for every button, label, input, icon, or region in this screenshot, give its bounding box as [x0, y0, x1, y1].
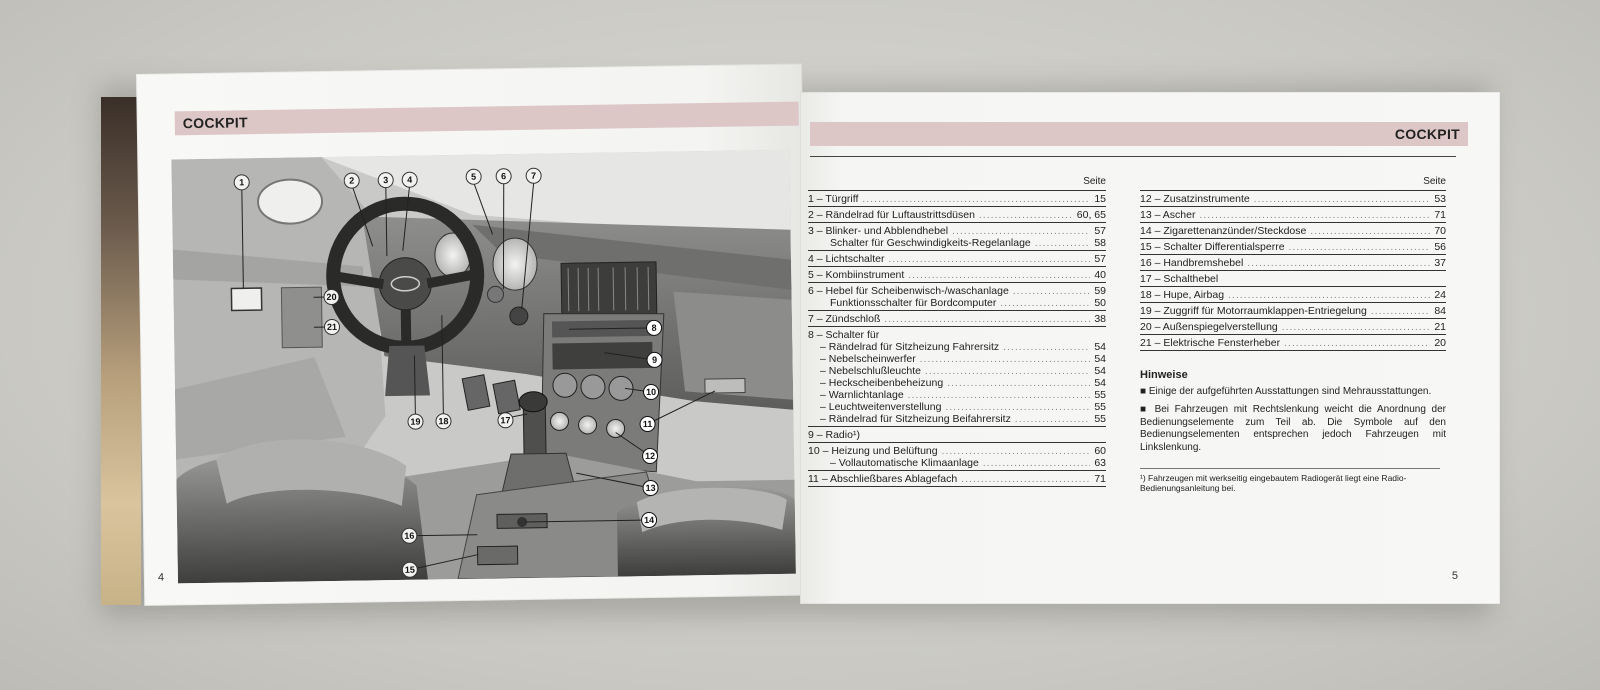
seite-label-left: Seite — [808, 176, 1106, 191]
cockpit-illustration: 1 2 3 4 5 6 7 8 9 10 11 12 13 14 15 16 1… — [171, 149, 796, 584]
legend-entry-19: 19 – Zuggriff für Motorraumklappen-Entri… — [1140, 303, 1446, 319]
legend-entry-5: 5 – Kombiinstrument 40 — [808, 267, 1106, 283]
legend-entry-2: 2 – Rändelrad für Luftaustrittsdüsen 60,… — [808, 207, 1106, 223]
legend-entry-11: 11 – Abschließbares Ablagefach 71 — [808, 471, 1106, 487]
legend-entry-13: 13 – Ascher71 — [1140, 207, 1446, 223]
left-page-number: 4 — [157, 571, 165, 584]
right-page-number: 5 — [1451, 570, 1458, 582]
legend-entry-7: 7 – Zündschloß 38 — [808, 311, 1106, 327]
legend-entry-18: 18 – Hupe, Airbag24 — [1140, 287, 1446, 303]
legend-entry-17: 17 – Schalthebel — [1140, 271, 1446, 287]
booklet-cover-edge — [101, 97, 141, 605]
note-2: ■ Bei Fahrzeugen mit Rechtslenkung weich… — [1140, 404, 1446, 453]
legend-entry-9: 9 – Radio¹) — [808, 427, 1106, 443]
legend-column-left: Seite 1 – Türgriff 15 2 – Rändelrad für … — [808, 176, 1106, 487]
legend-entry-3: 3 – Blinker- und Abblendhebel57 Schalter… — [808, 223, 1106, 251]
legend-entry-6: 6 – Hebel für Scheibenwisch-/waschanlage… — [808, 283, 1106, 311]
right-page-header: COCKPIT — [810, 122, 1468, 146]
legend-entry-15: 15 – Schalter Differentialsperre56 — [1140, 239, 1446, 255]
legend-entry-20: 20 – Außenspiegelverstellung21 — [1140, 319, 1446, 335]
left-page: COCKPIT — [136, 63, 811, 606]
legend-entry-14: 14 – Zigarettenanzünder/Steckdose70 — [1140, 223, 1446, 239]
legend-entry-4: 4 – Lichtschalter 57 — [808, 251, 1106, 267]
footnote: ¹) Fahrzeugen mit werkseitig eingebautem… — [1140, 468, 1440, 493]
notes-section: Hinweise ■ Einige der aufgeführten Ausst… — [1140, 369, 1446, 493]
header-rule — [810, 156, 1456, 157]
note-1: ■ Einige der aufgeführten Ausstattungen … — [1140, 385, 1432, 397]
cockpit-drawing — [171, 149, 796, 584]
legend-entry-1: 1 – Türgriff 15 — [808, 191, 1106, 207]
legend-entry-10: 10 – Heizung und Belüftung60 – Vollautom… — [808, 443, 1106, 471]
notes-title: Hinweise — [1140, 369, 1188, 381]
legend-entry-21: 21 – Elektrische Fensterheber20 — [1140, 335, 1446, 351]
legend-entry-12: 12 – Zusatzinstrumente53 — [1140, 191, 1446, 207]
legend-entry-16: 16 – Handbremshebel37 — [1140, 255, 1446, 271]
seite-label-right: Seite — [1140, 176, 1446, 191]
legend-entry-8: 8 – Schalter für – Rändelrad für Sitzhei… — [808, 327, 1106, 427]
left-page-header: COCKPIT — [174, 101, 799, 136]
right-page: COCKPIT Seite 1 – Türgriff 15 2 – Rändel… — [800, 92, 1500, 604]
legend-column-right: Seite 12 – Zusatzinstrumente53 13 – Asch… — [1140, 176, 1446, 493]
